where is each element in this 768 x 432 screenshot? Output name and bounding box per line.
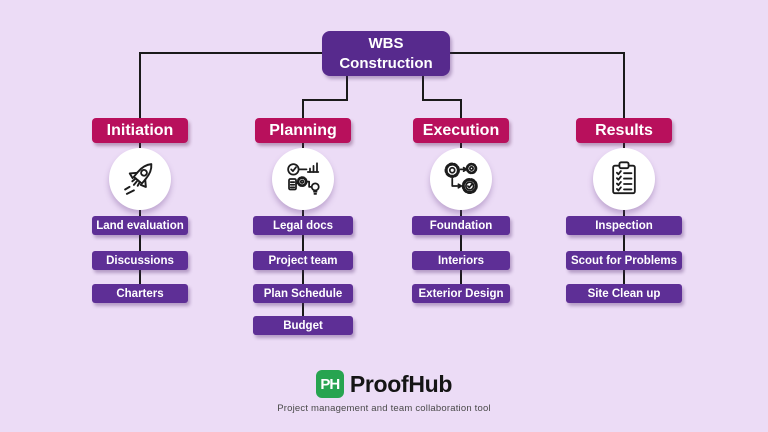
branch-icon-results <box>593 148 655 210</box>
checklist-clipboard-icon <box>612 161 636 195</box>
proofhub-logo[interactable]: PH ProofHub <box>315 370 453 398</box>
item-interiors[interactable]: Interiors <box>412 251 510 270</box>
root-title-line1: WBS <box>368 34 404 52</box>
rocket-icon <box>124 163 153 195</box>
footer: PH ProofHub Project management and team … <box>0 370 768 414</box>
item-inspection[interactable]: Inspection <box>566 216 682 235</box>
branch-icon-planning <box>272 148 334 210</box>
item-site-clean-up[interactable]: Site Clean up <box>566 284 682 303</box>
item-plan-schedule[interactable]: Plan Schedule <box>253 284 353 303</box>
item-project-team[interactable]: Project team <box>253 251 353 270</box>
proofhub-logo-icon: PH <box>315 370 344 398</box>
root-title-line2: Construction <box>339 54 433 72</box>
root-node[interactable]: WBS Construction <box>322 31 450 76</box>
gears-icon <box>444 162 478 195</box>
item-scout-for-problems[interactable]: Scout for Problems <box>566 251 682 270</box>
item-exterior-design[interactable]: Exterior Design <box>412 284 510 303</box>
brand-name: ProofHub <box>349 370 453 397</box>
item-discussions[interactable]: Discussions <box>92 251 188 270</box>
item-charters[interactable]: Charters <box>92 284 188 303</box>
branch-header-execution[interactable]: Execution <box>413 118 509 143</box>
branch-header-planning[interactable]: Planning <box>255 118 351 143</box>
item-foundation[interactable]: Foundation <box>412 216 510 235</box>
tagline: Project management and team collaboratio… <box>277 403 491 414</box>
branch-header-initiation[interactable]: Initiation <box>92 118 188 143</box>
branch-header-results[interactable]: Results <box>576 118 672 143</box>
process-flow-icon <box>287 162 320 195</box>
item-land-evaluation[interactable]: Land evaluation <box>92 216 188 235</box>
branch-icon-initiation <box>109 148 171 210</box>
item-budget[interactable]: Budget <box>253 316 353 335</box>
item-legal-docs[interactable]: Legal docs <box>253 216 353 235</box>
logo-monogram: PH <box>320 375 340 393</box>
branch-icon-execution <box>430 148 492 210</box>
